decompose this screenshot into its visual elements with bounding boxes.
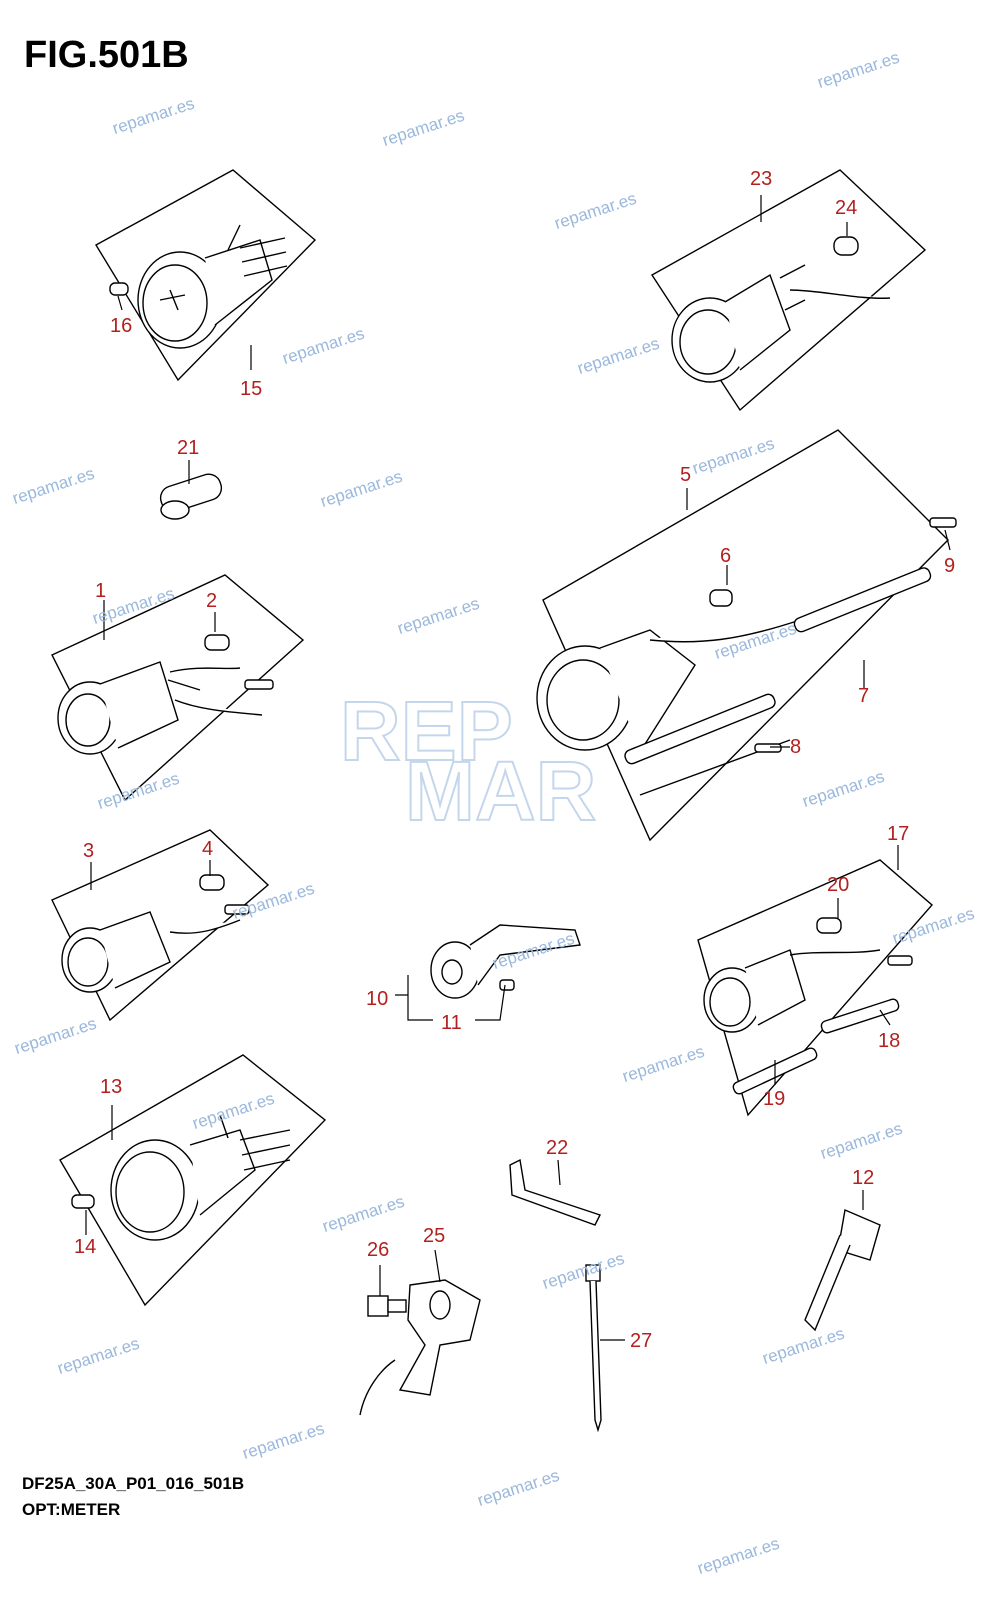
callout-9: 9 bbox=[944, 555, 956, 577]
callout-4: 4 bbox=[202, 838, 214, 860]
callout-19: 19 bbox=[763, 1088, 786, 1110]
watermark-logo-bottom: MAR bbox=[405, 744, 596, 838]
callout-13: 13 bbox=[100, 1076, 123, 1098]
callout-20: 20 bbox=[827, 874, 850, 896]
callout-2: 2 bbox=[206, 590, 218, 612]
callout-11: 11 bbox=[441, 1012, 462, 1034]
callout-14: 14 bbox=[74, 1236, 97, 1258]
callout-25: 25 bbox=[423, 1225, 446, 1247]
figure-title: FIG.501B bbox=[24, 34, 189, 76]
callout-15: 15 bbox=[240, 378, 263, 400]
callout-5: 5 bbox=[680, 464, 692, 486]
watermark-logo-top: REP bbox=[340, 684, 513, 778]
callout-1: 1 bbox=[95, 580, 107, 602]
callout-23: 23 bbox=[750, 168, 773, 190]
callout-27: 27 bbox=[630, 1330, 653, 1352]
group-box-13 bbox=[59, 1054, 327, 1307]
footer-model: DF25A_30A_P01_016_501B bbox=[22, 1474, 245, 1493]
callout-26: 26 bbox=[367, 1239, 390, 1261]
callout-10: 10 bbox=[366, 988, 389, 1010]
group-box-17 bbox=[697, 859, 933, 1117]
callout-8: 8 bbox=[790, 736, 802, 758]
callout-17: 17 bbox=[887, 823, 910, 845]
callout-21: 21 bbox=[177, 437, 200, 459]
callout-6: 6 bbox=[720, 545, 732, 567]
callout-22: 22 bbox=[546, 1137, 569, 1159]
callout-12: 12 bbox=[852, 1167, 875, 1189]
callout-7: 7 bbox=[858, 685, 870, 707]
watermark-logo: REP MAR bbox=[339, 683, 597, 839]
footer-section: OPT:METER bbox=[22, 1500, 121, 1519]
callout-3: 3 bbox=[83, 840, 95, 862]
leader-lines bbox=[85, 195, 951, 1341]
callout-24: 24 bbox=[835, 197, 858, 219]
callout-18: 18 bbox=[878, 1030, 901, 1052]
callout-16: 16 bbox=[110, 315, 133, 337]
